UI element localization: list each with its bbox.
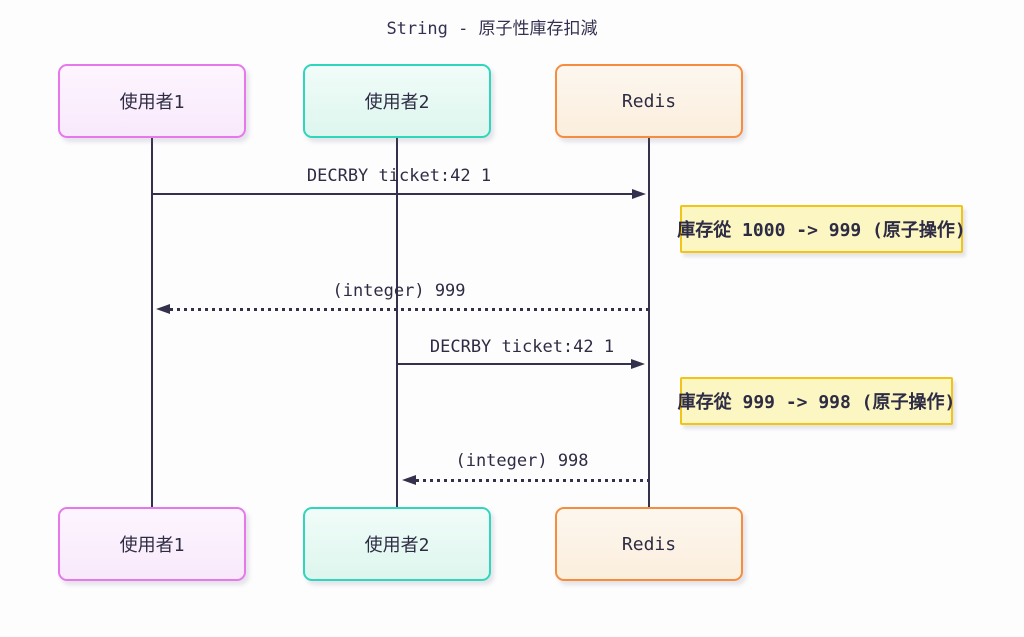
actor-user1-label: 使用者1 bbox=[119, 535, 185, 556]
note-box-1: 庫存從 1000 -> 999 (原子操作) bbox=[677, 205, 966, 253]
arrowhead-right-icon bbox=[632, 189, 646, 199]
message-1-label: DECRBY ticket:42 1 bbox=[306, 166, 492, 186]
message-3-line bbox=[398, 363, 631, 365]
actor-user1-bottom: 使用者1 bbox=[58, 507, 246, 581]
actor-user2-bottom: 使用者2 bbox=[303, 507, 491, 581]
actor-redis-label: Redis bbox=[621, 533, 677, 555]
actor-user2-top: 使用者2 bbox=[303, 64, 491, 138]
arrowhead-left-icon bbox=[402, 475, 416, 485]
arrowhead-left-icon bbox=[156, 304, 170, 314]
note-box-2: 庫存從 999 -> 998 (原子操作) bbox=[677, 377, 956, 425]
lifeline-user2 bbox=[396, 138, 398, 507]
actor-redis-top: Redis bbox=[555, 64, 743, 138]
note-2-text: 庫存從 999 -> 998 (原子操作) bbox=[677, 392, 956, 413]
actor-user1-label: 使用者1 bbox=[119, 92, 185, 113]
actor-redis-bottom: Redis bbox=[555, 507, 743, 581]
message-2-line bbox=[170, 308, 649, 311]
note-1-text: 庫存從 1000 -> 999 (原子操作) bbox=[677, 220, 966, 241]
message-1-line bbox=[152, 193, 632, 195]
lifeline-redis bbox=[648, 138, 650, 507]
actor-user2-label: 使用者2 bbox=[364, 92, 430, 113]
message-2-label: (integer) 999 bbox=[332, 281, 466, 301]
actor-redis-label: Redis bbox=[621, 90, 677, 112]
message-4-line bbox=[416, 479, 649, 482]
message-4-label: (integer) 998 bbox=[455, 451, 589, 471]
message-3-label: DECRBY ticket:42 1 bbox=[429, 337, 615, 357]
arrowhead-right-icon bbox=[631, 359, 645, 369]
actor-user1-top: 使用者1 bbox=[58, 64, 246, 138]
lifeline-user1 bbox=[151, 138, 153, 507]
actor-user2-label: 使用者2 bbox=[364, 535, 430, 556]
diagram-title: String - 原子性庫存扣減 bbox=[386, 19, 598, 39]
